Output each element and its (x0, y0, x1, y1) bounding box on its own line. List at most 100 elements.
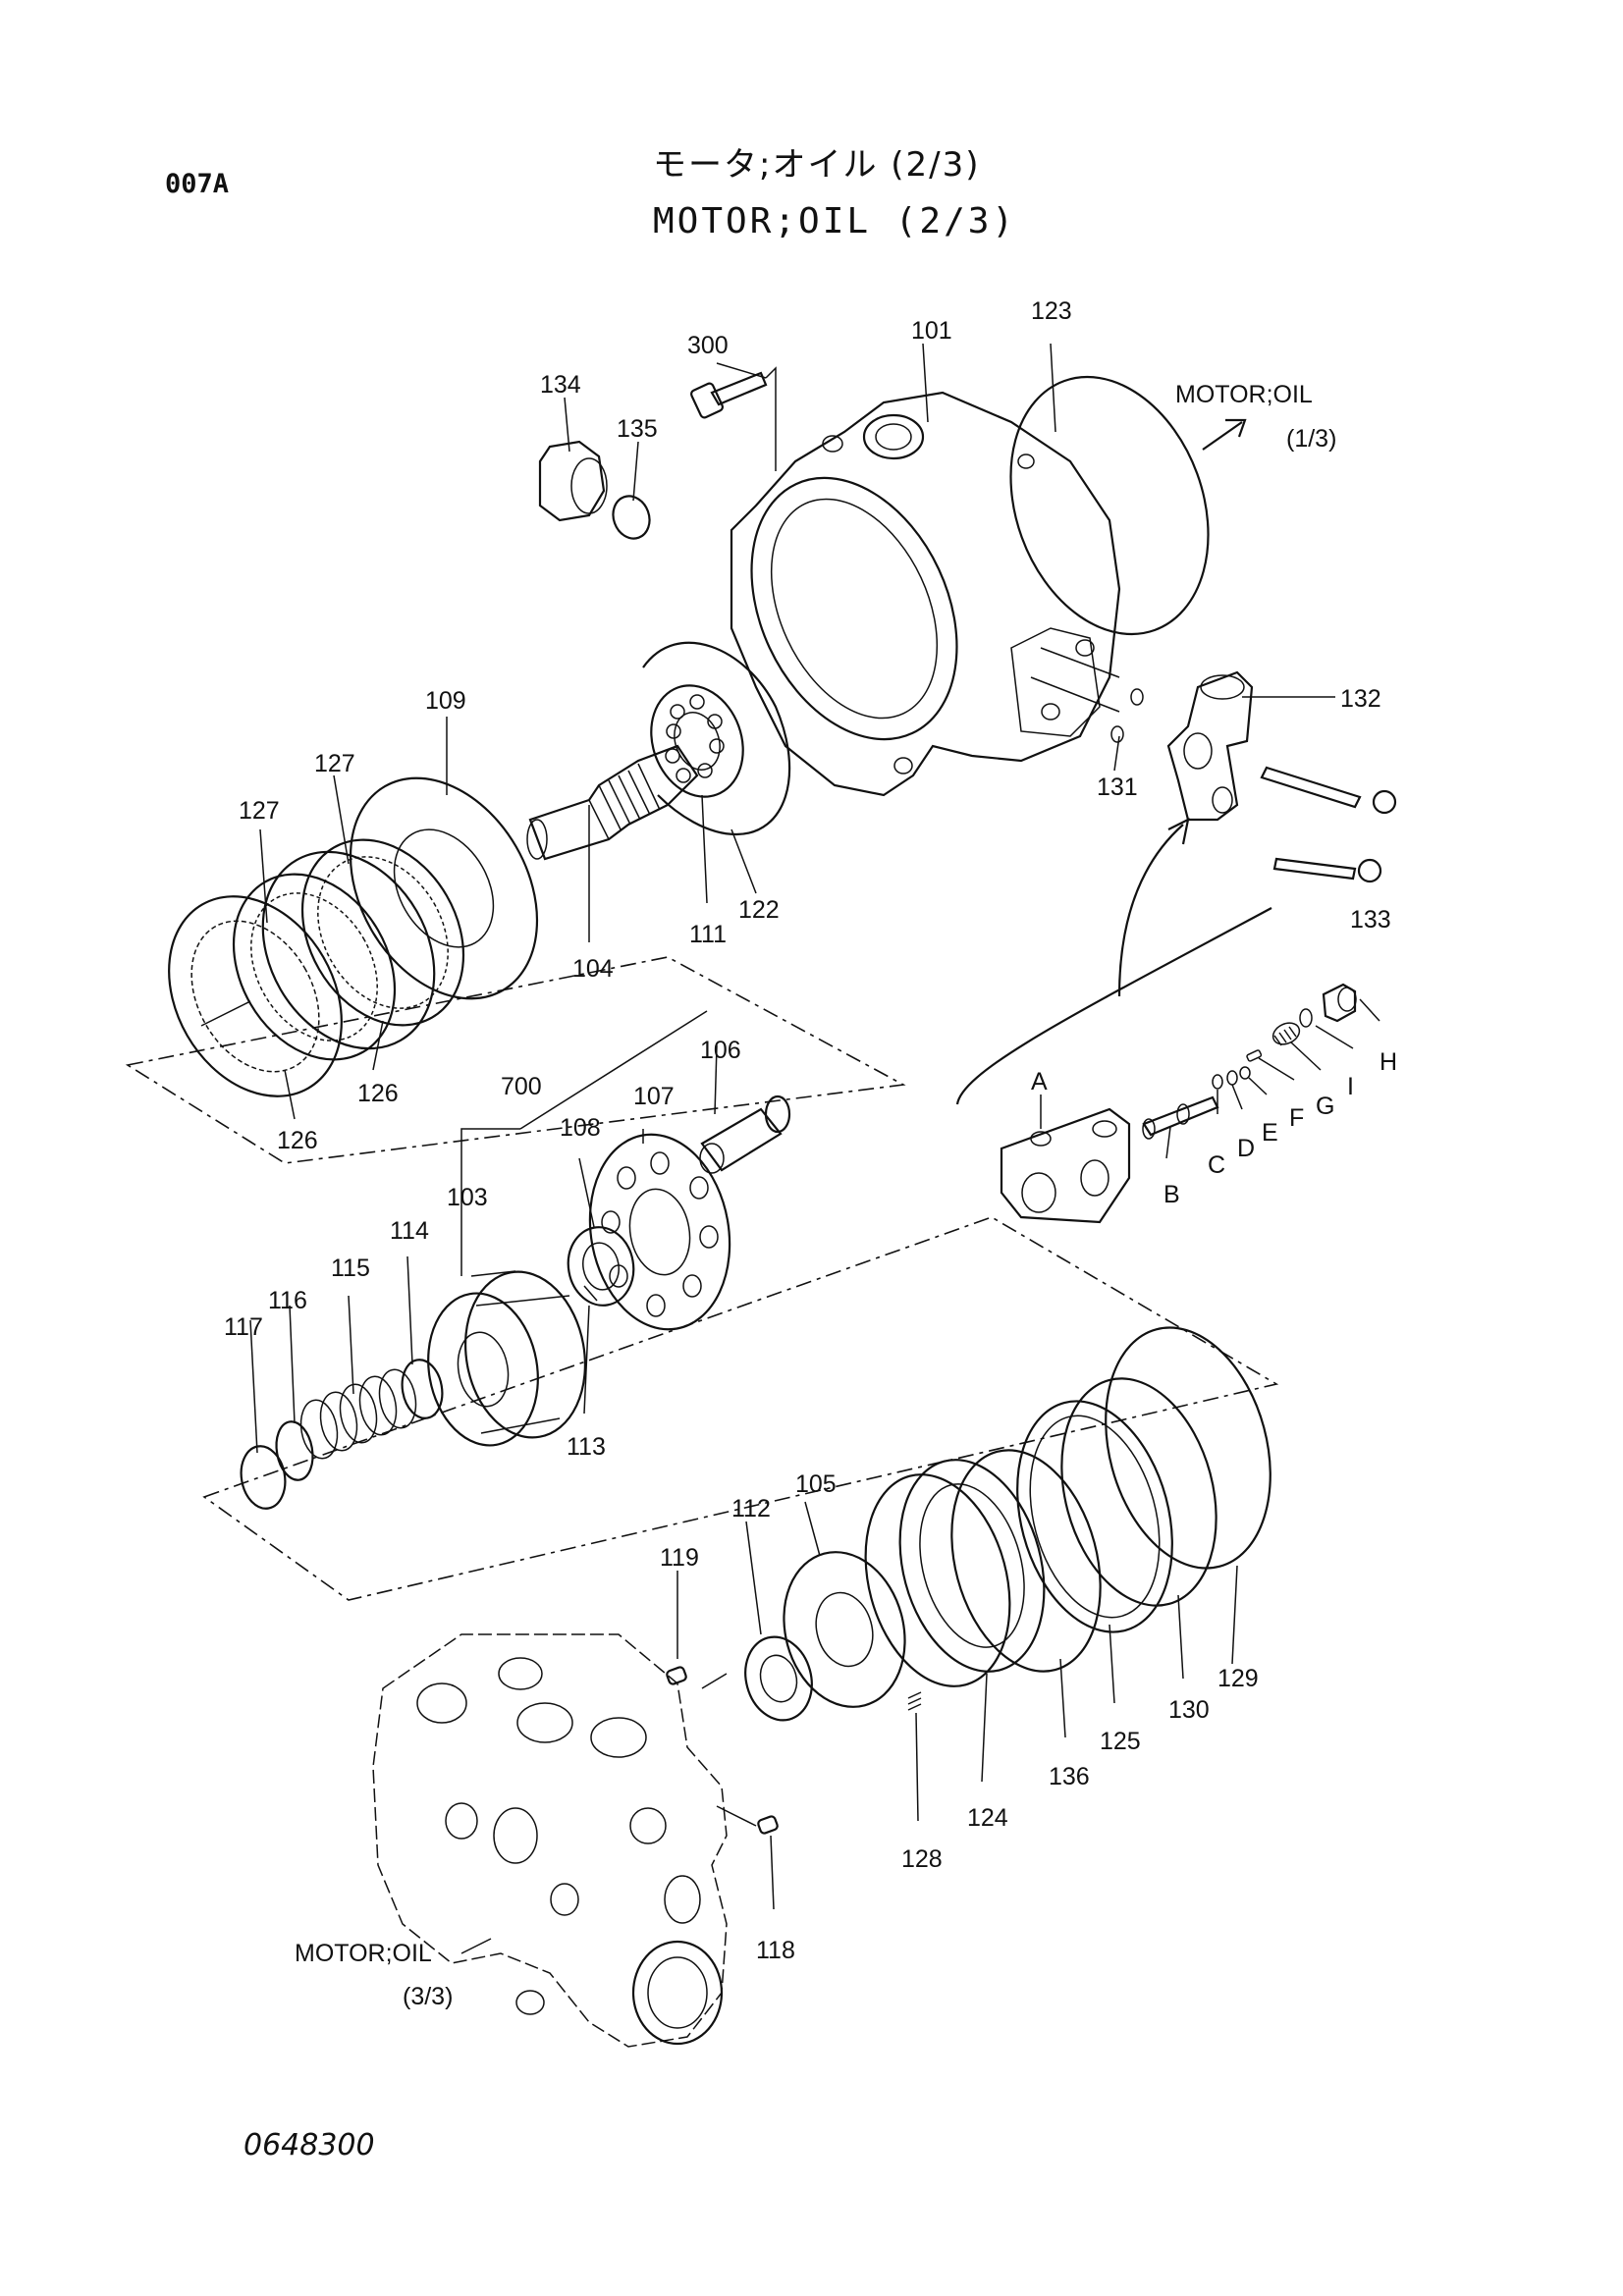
callout-127-upper: 127 (314, 750, 355, 777)
valve-block-132 (1166, 670, 1254, 822)
spring-115 (299, 1368, 417, 1460)
title-japanese: モータ;オイル (2/3) (653, 145, 981, 185)
o-ring-E (1239, 1066, 1251, 1080)
spring-128 (907, 1691, 922, 1711)
title-english: MOTOR;OIL (2/3) (653, 201, 1017, 241)
callout-A: A (1031, 1068, 1048, 1095)
callout-135: 135 (617, 415, 658, 443)
plug-134 (538, 440, 608, 522)
callout-132: 132 (1340, 685, 1381, 713)
valve-plate-105 (783, 1551, 906, 1708)
callout-G: G (1316, 1093, 1334, 1120)
callout-B: B (1163, 1181, 1180, 1208)
callout-C: C (1208, 1151, 1225, 1179)
plate-109 (349, 776, 539, 1000)
callout-I: I (1347, 1073, 1354, 1100)
ring-125 (1016, 1400, 1173, 1633)
drawing-number: 0648300 (243, 2128, 375, 2163)
assembly-arrow-head (1167, 818, 1190, 845)
callout-E: E (1262, 1119, 1278, 1147)
callout-122: 122 (738, 896, 780, 924)
callout-126-lower: 126 (277, 1127, 318, 1154)
spool-B (1142, 1095, 1219, 1140)
callout-133: 133 (1350, 906, 1391, 934)
callout-103: 103 (447, 1184, 488, 1211)
callout-111: 111 (689, 921, 727, 948)
callout-300: 300 (687, 332, 729, 359)
set-plate-107 (588, 1133, 731, 1331)
ref-arrow-upper-head (1225, 418, 1247, 438)
brake-piston-124 (864, 1459, 1046, 1687)
callout-116: 116 (268, 1287, 307, 1314)
o-ring-129 (1105, 1326, 1271, 1570)
separator-plate-126b (168, 895, 343, 1097)
bolt-133b (1272, 857, 1382, 883)
piston-106 (699, 1095, 791, 1174)
callout-700: 700 (501, 1073, 542, 1100)
callout-107: 107 (633, 1083, 675, 1110)
snap-ring-122 (642, 641, 791, 836)
callout-130: 130 (1168, 1696, 1210, 1724)
ref-upper-name: MOTOR;OIL (1175, 381, 1313, 408)
bolt-300 (690, 371, 768, 419)
o-ring-D (1226, 1070, 1238, 1086)
callout-131: 131 (1097, 774, 1138, 801)
washer-116 (275, 1420, 314, 1481)
callout-109: 109 (425, 687, 466, 715)
plate-112 (744, 1635, 813, 1722)
callout-115: 115 (331, 1255, 370, 1282)
callout-126-upper: 126 (357, 1080, 399, 1107)
cylinder-block-103 (427, 1270, 587, 1447)
callout-105: 105 (795, 1470, 837, 1498)
ball-guide-108 (567, 1226, 635, 1307)
o-ring-131b (1110, 725, 1124, 743)
plug-H (1322, 983, 1357, 1023)
ref-lower-name: MOTOR;OIL (295, 1940, 432, 1967)
o-ring-135 (612, 495, 651, 540)
friction-plate-127b (232, 873, 397, 1061)
callout-104: 104 (572, 955, 614, 983)
motor-housing-101 (730, 391, 1121, 797)
callout-128: 128 (901, 1845, 943, 1873)
callout-labels: 101 123 300 134 135 132 131 133 122 111 … (224, 297, 1397, 2010)
callout-119: 119 (660, 1544, 699, 1572)
callout-127-lower: 127 (239, 797, 280, 825)
valve-casing-lower (372, 1633, 728, 2048)
callout-D: D (1237, 1135, 1255, 1162)
callout-108: 108 (560, 1114, 601, 1142)
ref-arrow-upper (1202, 421, 1243, 451)
friction-plate-127a (300, 838, 465, 1027)
pin-119 (666, 1666, 687, 1685)
pin-F (1246, 1049, 1263, 1062)
callout-136: 136 (1049, 1763, 1090, 1790)
callout-F: F (1289, 1104, 1304, 1132)
page-code: 007A (165, 169, 230, 199)
bearing-111 (650, 684, 744, 798)
callout-112: 112 (731, 1495, 771, 1522)
o-ring-136 (950, 1449, 1102, 1673)
group-box-brake (125, 956, 906, 1164)
callout-124: 124 (967, 1804, 1008, 1832)
callout-125: 125 (1100, 1728, 1141, 1755)
ref-upper-page: (1/3) (1286, 425, 1336, 453)
callout-134: 134 (540, 371, 581, 399)
valve-body-A (1000, 1107, 1131, 1224)
leader-lines (200, 343, 1380, 1954)
callout-117: 117 (224, 1313, 263, 1341)
bolt-133a (1260, 766, 1397, 815)
pin-118 (757, 1815, 779, 1835)
callout-129: 129 (1217, 1665, 1259, 1692)
o-ring-I (1299, 1008, 1313, 1028)
callout-H: H (1380, 1048, 1397, 1076)
callout-123: 123 (1031, 297, 1072, 325)
o-ring-130 (1060, 1377, 1217, 1607)
callout-106: 106 (700, 1037, 741, 1064)
separator-plate-126a (261, 850, 436, 1050)
callout-113: 113 (567, 1433, 606, 1461)
shaft-104 (526, 744, 699, 861)
callout-114: 114 (390, 1217, 429, 1245)
bracket-curve (955, 907, 1272, 1105)
o-ring-123 (1009, 375, 1210, 636)
snap-ring-117 (240, 1445, 287, 1510)
